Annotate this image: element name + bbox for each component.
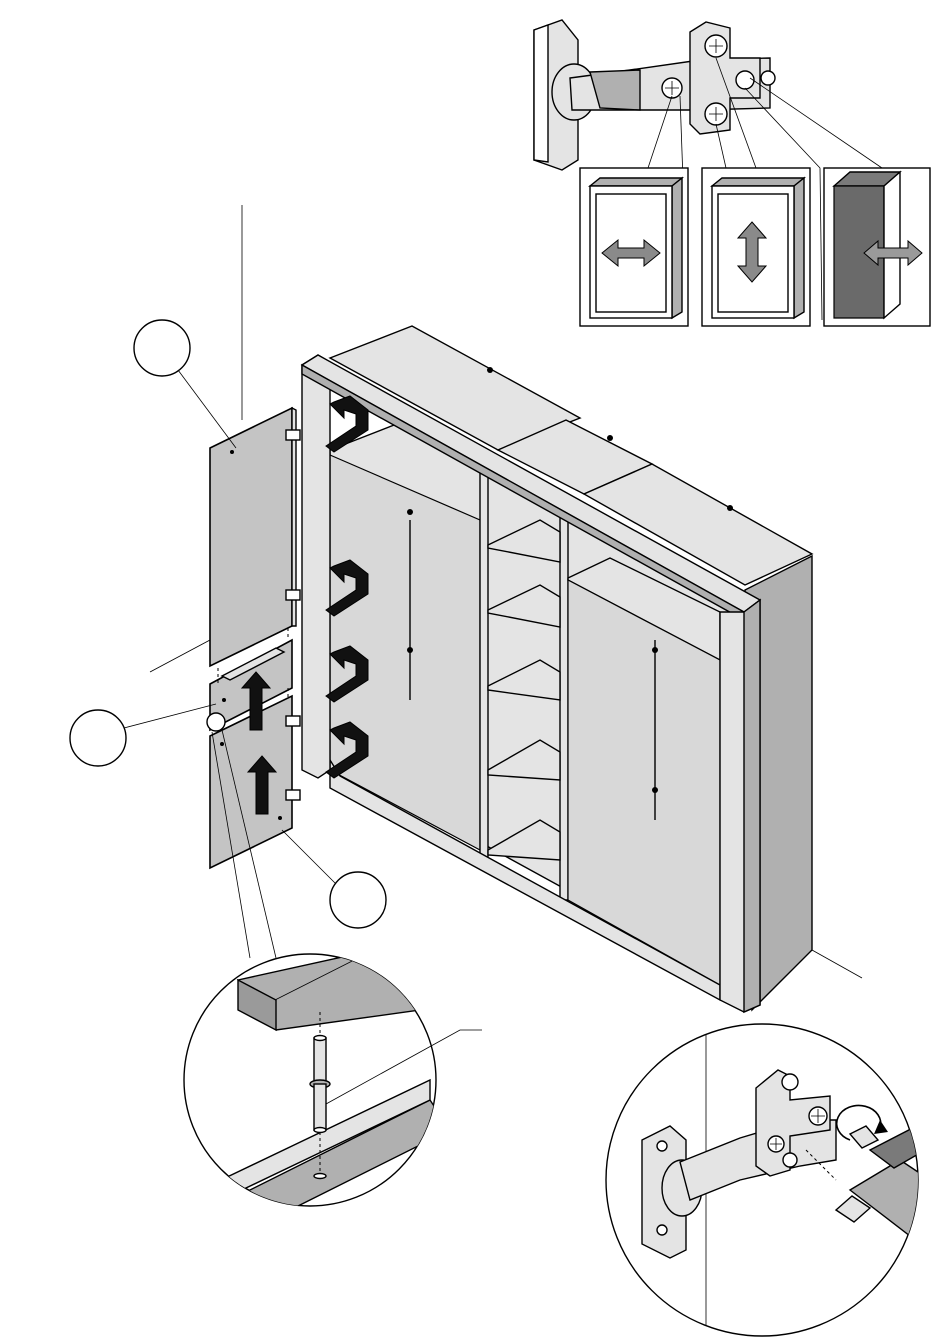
callout-lower-door [282, 830, 386, 928]
screwdriver-detail-magnifier [606, 1024, 950, 1340]
wardrobe-carcass [302, 326, 862, 1012]
upper-door-panel [210, 408, 300, 666]
adjustment-box-vertical [702, 168, 810, 326]
adjustment-box-depth [824, 168, 930, 326]
callout-upper-door [134, 320, 236, 448]
adjustment-box-horizontal [580, 168, 688, 326]
callout-middle-panel [70, 704, 216, 766]
dowel-detail-magnifier [184, 950, 482, 1250]
hinge-adjustment-detail [534, 20, 930, 326]
